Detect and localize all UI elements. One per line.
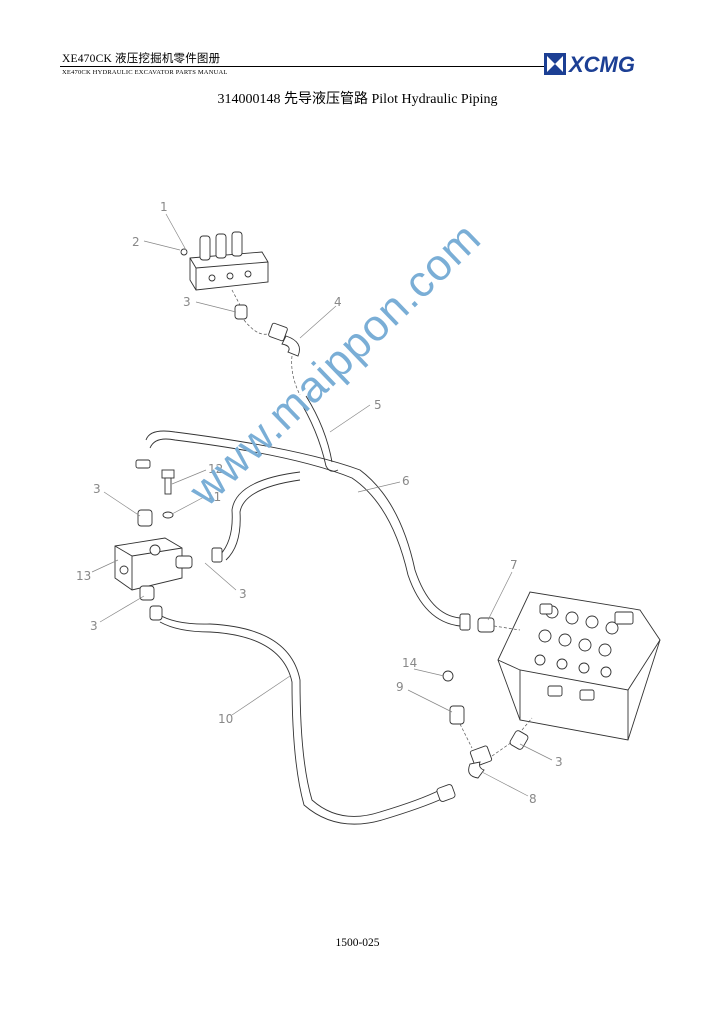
fittings-right <box>436 613 533 802</box>
fitting-upper <box>231 289 301 396</box>
callout-numbers: 1 2 3 4 5 12 3 11 6 13 3 3 7 14 9 10 3 8 <box>76 200 563 806</box>
page-title: 314000148 先导液压管路 Pilot Hydraulic Piping <box>217 92 498 107</box>
callout-number: 10 <box>218 712 233 726</box>
callout-number: 2 <box>132 235 140 249</box>
manifold-block <box>114 509 223 621</box>
header-rule <box>60 66 544 67</box>
xcmg-logo: XCMG <box>544 52 635 77</box>
callout-number: 5 <box>374 398 382 412</box>
callout-number: 3 <box>183 295 191 309</box>
page-number: 1500-025 <box>335 937 380 949</box>
callout-number: 3 <box>93 482 101 496</box>
manual-title: XE470CK 液压挖掘机零件图册 <box>62 53 221 65</box>
callout-number: 3 <box>239 587 247 601</box>
callout-number: 6 <box>402 474 410 488</box>
callout-number: 9 <box>396 680 404 694</box>
manual-subtitle: XE470CK HYDRAULIC EXCAVATOR PARTS MANUAL <box>62 69 228 76</box>
callout-number: 3 <box>555 755 563 769</box>
solenoid-valve-block <box>180 231 269 291</box>
control-valve <box>497 591 661 741</box>
xcmg-logo-text: XCMG <box>567 52 635 77</box>
callout-number: 7 <box>510 558 518 572</box>
bolt-and-washer <box>135 459 175 519</box>
leader-lines <box>91 213 553 797</box>
callout-number: 13 <box>76 569 91 583</box>
callout-number: 14 <box>402 656 417 670</box>
callout-number: 4 <box>334 295 342 309</box>
callout-number: 11 <box>206 490 221 504</box>
hose-assemblies <box>145 395 461 825</box>
callout-number: 8 <box>529 792 537 806</box>
xcmg-logo-emblem <box>544 53 566 75</box>
callout-number: 12 <box>208 462 223 476</box>
callout-number: 1 <box>160 200 168 214</box>
callout-number: 3 <box>90 619 98 633</box>
